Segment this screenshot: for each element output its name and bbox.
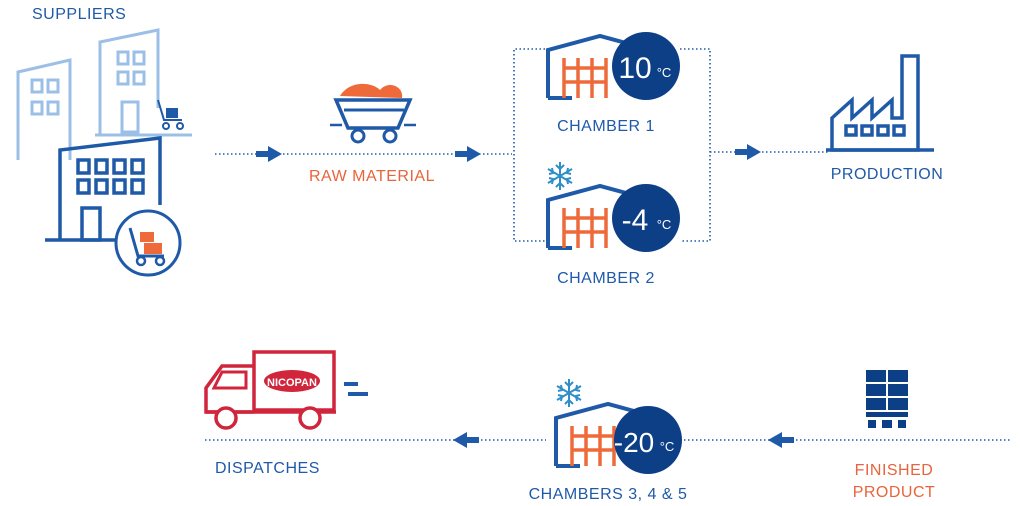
chambers-345-icon: -20 °C xyxy=(554,378,682,474)
chambers-345-unit: °C xyxy=(660,439,675,454)
suppliers-buildings-icon xyxy=(16,28,192,277)
pallet-boxes-icon xyxy=(866,370,908,428)
chamber-2-icon: -4 °C xyxy=(546,161,680,252)
production-label: PRODUCTION xyxy=(830,166,944,183)
chamber-1-icon: 10 °C xyxy=(546,32,680,100)
arrow-right-icon xyxy=(256,146,282,162)
delivery-truck-icon: NICOPAN xyxy=(204,350,368,430)
chamber-1-unit: °C xyxy=(657,65,672,80)
factory-icon xyxy=(826,54,934,152)
suppliers-label: SUPPLIERS xyxy=(32,6,127,23)
snowflake-icon xyxy=(556,378,582,408)
chambers-345-temperature: -20 xyxy=(614,427,654,458)
mine-cart-icon xyxy=(330,83,416,144)
arrow-right-icon xyxy=(455,146,481,162)
hand-truck-icon xyxy=(128,227,166,267)
finished-product-label: FINISHED PRODUCT xyxy=(853,460,936,504)
chamber-1-temperature: 10 xyxy=(618,52,651,85)
arrows xyxy=(256,144,794,448)
chamber-2-label: CHAMBER 2 xyxy=(557,270,655,287)
arrow-right-icon xyxy=(735,144,761,160)
dispatches-label: DISPATCHES xyxy=(215,460,320,477)
arrow-left-icon xyxy=(453,432,479,448)
chambers-345-label: CHAMBERS 3, 4 & 5 xyxy=(528,486,688,503)
raw-material-label: RAW MATERIAL xyxy=(308,168,436,185)
chamber-1-label: CHAMBER 1 xyxy=(557,118,655,135)
arrow-left-icon xyxy=(768,432,794,448)
finished-product-line-2: PRODUCT xyxy=(852,484,936,501)
chamber-2-temperature: -4 xyxy=(622,204,649,237)
snowflake-icon xyxy=(547,161,573,191)
finished-product-line-1: FINISHED xyxy=(854,462,934,479)
truck-brand: NICOPAN xyxy=(267,377,317,389)
chamber-2-unit: °C xyxy=(657,217,672,232)
